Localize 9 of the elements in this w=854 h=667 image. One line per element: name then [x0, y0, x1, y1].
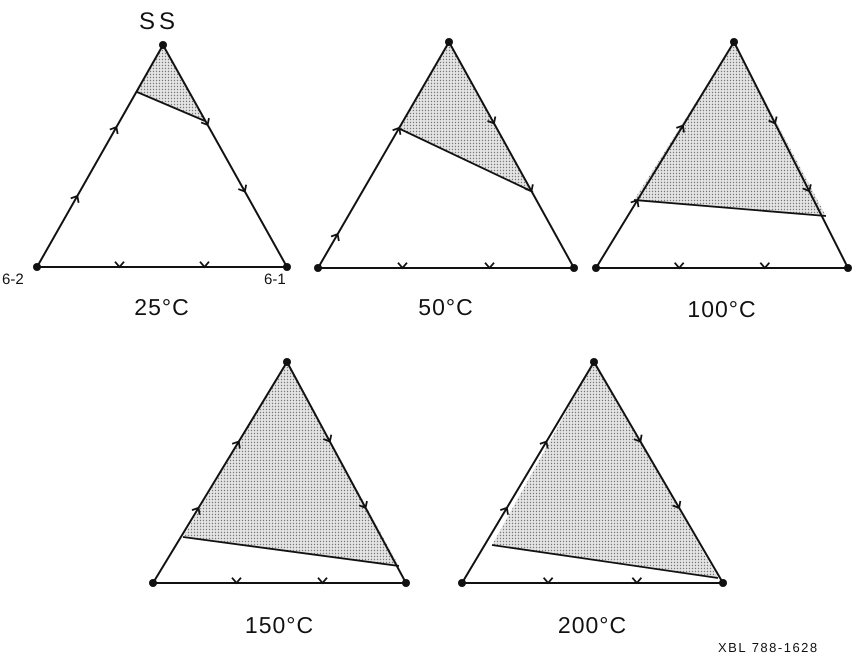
temperature-label: 150°C [244, 614, 314, 637]
figure-code-label: XBL 788-1628 [718, 641, 819, 654]
vertex-label: SS [139, 10, 180, 34]
temperature-label: 200°C [558, 614, 628, 637]
temperature-label: 100°C [687, 298, 757, 321]
vertex-label: 6-1 [264, 272, 286, 287]
vertex-label: 6-2 [2, 272, 24, 287]
temperature-label: 25°C [134, 296, 190, 319]
temperature-label: 50°C [418, 296, 474, 319]
